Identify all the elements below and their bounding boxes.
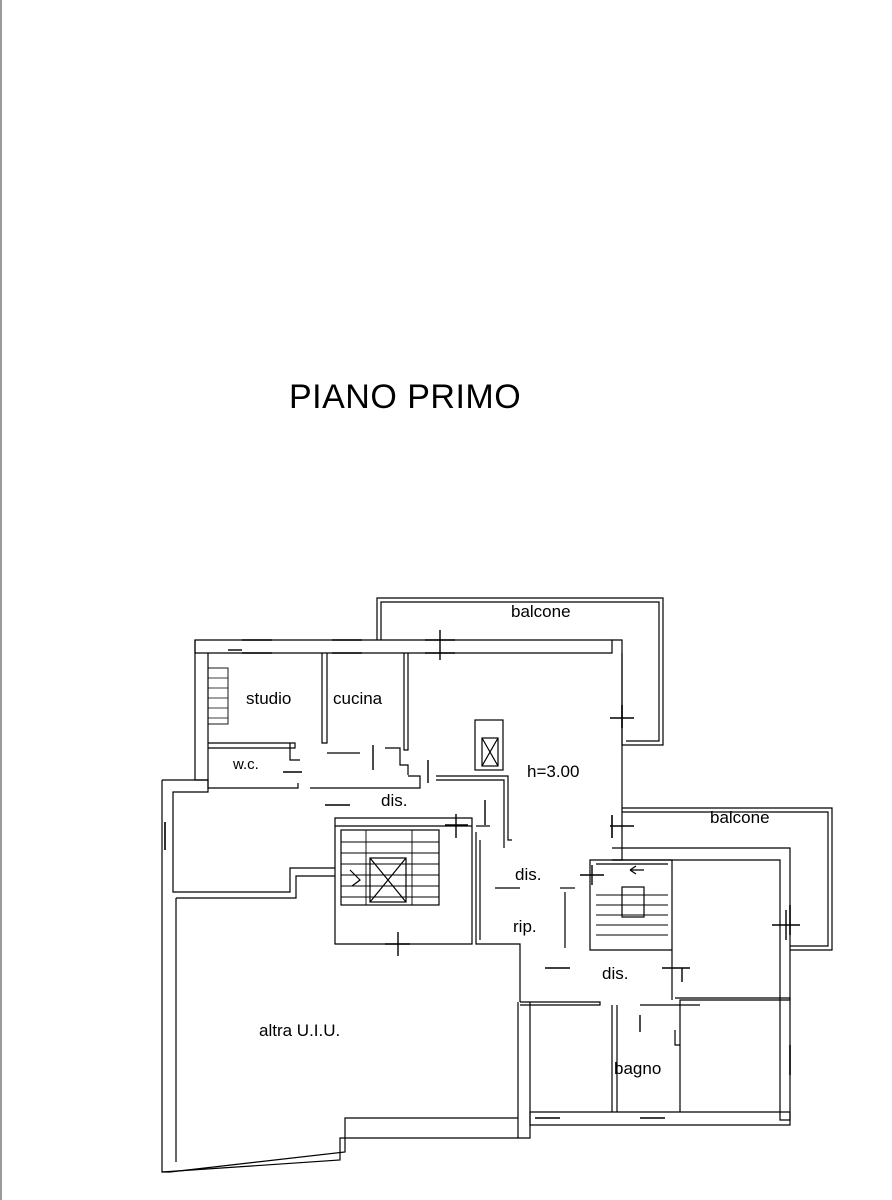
- label-bagno: bagno: [614, 1059, 661, 1078]
- outer-wall-right: [612, 847, 791, 1121]
- wall-cucina-right: [403, 653, 409, 751]
- label-height: h=3.00: [527, 762, 579, 781]
- outer-wall-upper-left: [194, 640, 209, 781]
- balcone-right-outline: [622, 807, 833, 951]
- altra-uiu-outline: [162, 779, 335, 893]
- label-balcone-top: balcone: [511, 602, 571, 621]
- stair-left-block: [334, 817, 473, 945]
- outer-wall-top: [194, 639, 613, 654]
- label-wc: w.c.: [232, 756, 259, 773]
- label-balcone-right: balcone: [710, 808, 770, 827]
- label-dis-2: dis.: [515, 865, 541, 884]
- shaft: [474, 719, 504, 771]
- label-rip: rip.: [513, 917, 537, 936]
- wall-studio-cucina: [321, 653, 328, 744]
- label-cucina: cucina: [333, 689, 383, 708]
- wall-kitchen-corridor: [436, 775, 512, 841]
- outer-wall-right-upper: [612, 639, 623, 861]
- floor-title: PIANO PRIMO: [289, 378, 522, 416]
- label-dis-3: dis.: [602, 964, 628, 983]
- label-dis-1: dis.: [381, 791, 407, 810]
- page-frame-border: [0, 0, 2, 1200]
- wall-studio-wc: [208, 742, 296, 749]
- label-altra-uiu: altra U.I.U.: [259, 1021, 340, 1040]
- label-studio: studio: [246, 689, 291, 708]
